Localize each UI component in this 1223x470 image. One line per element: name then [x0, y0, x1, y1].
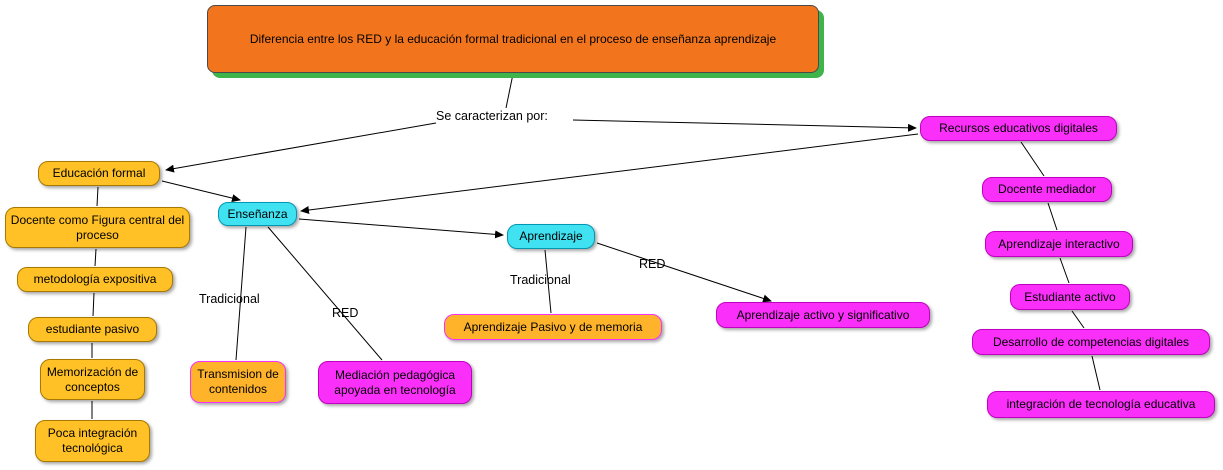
edge-chain-right-4 — [1071, 310, 1085, 329]
node-recursos-digitales[interactable]: Recursos educativos digitales — [920, 116, 1117, 141]
node-metodologia-expositiva[interactable]: metodología expositiva — [17, 267, 173, 292]
node-ensenanza[interactable]: Enseñanza — [218, 202, 297, 226]
edge-chain-right-1 — [1020, 141, 1045, 177]
node-docente-figura-central[interactable]: Docente como Figura central del proceso — [5, 207, 190, 248]
edge-recursos-to-ensenanza — [300, 133, 919, 214]
node-estudiante-pasivo[interactable]: estudiante pasivo — [28, 317, 157, 342]
edge-aprendizaje-to-pasivo — [544, 249, 552, 314]
linking-phrase-se-caracterizan[interactable]: Se caracterizan por: — [436, 109, 548, 123]
edge-educacion-to-ensenanza — [161, 180, 241, 202]
edge-chain-right-2 — [1047, 202, 1058, 231]
node-transmision-contenidos[interactable]: Transmision de contenidos — [190, 361, 286, 403]
edge-label-to-recursos — [572, 119, 917, 132]
node-aprendizaje-interactivo[interactable]: Aprendizaje interactivo — [985, 231, 1133, 257]
edge-label-to-educacion-formal — [165, 122, 437, 173]
node-docente-mediador[interactable]: Docente mediador — [982, 177, 1112, 202]
node-desarrollo-competencias[interactable]: Desarrollo de competencias digitales — [972, 329, 1210, 355]
edge-chain-left-2 — [94, 248, 97, 267]
node-memorizacion-conceptos[interactable]: Memorización de conceptos — [40, 359, 145, 400]
edge-chain-left-1 — [96, 186, 99, 207]
node-poca-integracion[interactable]: Poca integración tecnológica — [35, 420, 150, 462]
node-mediacion-pedagogica[interactable]: Mediación pedagógica apoyada en tecnolog… — [318, 361, 472, 404]
edge-ensenanza-to-transmision — [235, 226, 247, 361]
edge-ensenanza-to-mediacion — [267, 226, 383, 361]
edge-chain-right-3 — [1059, 257, 1070, 284]
node-educacion-formal[interactable]: Educación formal — [38, 161, 160, 186]
edge-ensenanza-to-aprendizaje — [298, 218, 504, 239]
linking-phrase-tradicional-aprendizaje[interactable]: Tradicional — [510, 273, 571, 287]
map-title-node[interactable]: Diferencia entre los RED y la educación … — [207, 5, 819, 73]
edge-chain-right-5 — [1091, 355, 1101, 391]
node-estudiante-activo[interactable]: Estudiante activo — [1010, 284, 1130, 310]
linking-phrase-red-ensenanza[interactable]: RED — [332, 306, 359, 320]
edge-title-to-label — [505, 73, 514, 109]
node-aprendizaje-activo[interactable]: Aprendizaje activo y significativo — [716, 302, 930, 328]
linking-phrase-red-aprendizaje[interactable]: RED — [639, 257, 666, 271]
edge-aprendizaje-to-activo — [596, 242, 772, 303]
linking-phrase-tradicional-ensenanza[interactable]: Tradicional — [199, 292, 260, 306]
node-integracion-tecnologia[interactable]: integración de tecnología educativa — [987, 391, 1215, 418]
node-aprendizaje[interactable]: Aprendizaje — [507, 224, 595, 249]
node-aprendizaje-pasivo[interactable]: Aprendizaje Pasivo y de memoria — [444, 314, 662, 340]
edge-chain-left-3 — [92, 292, 95, 317]
